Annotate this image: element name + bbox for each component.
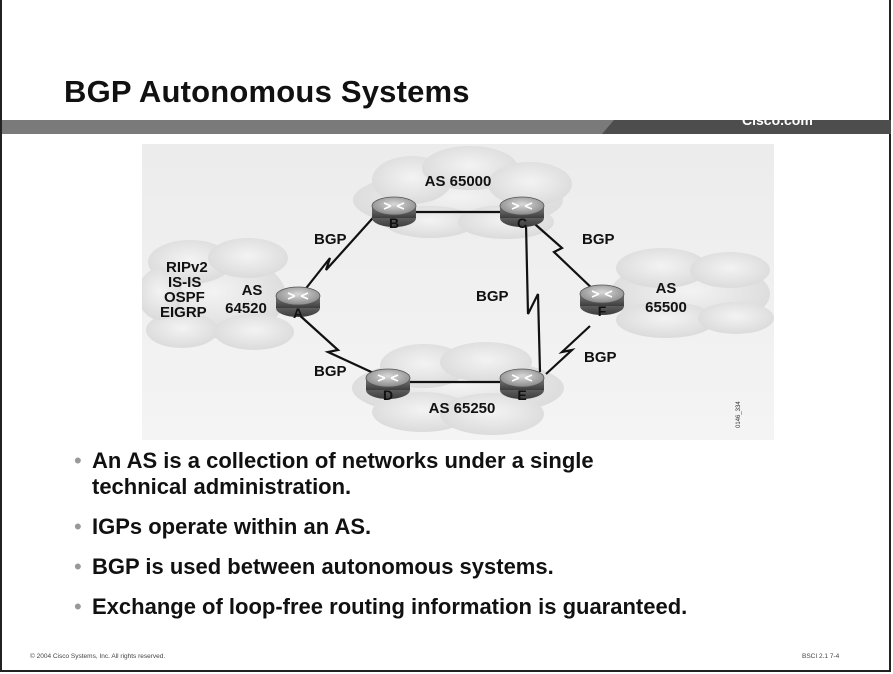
igp-isis-label: IS-IS	[168, 274, 201, 291]
slide-title: BGP Autonomous Systems	[64, 74, 470, 109]
router-b-label: B	[389, 215, 399, 231]
igp-ripv2-label: RIPv2	[166, 259, 208, 276]
bullet-text-line: An AS is a collection of networks under …	[92, 448, 594, 473]
igp-eigrp-label: EIGRP	[160, 304, 207, 321]
as-65500-title: AS	[656, 280, 677, 297]
link-a-b-bgp	[291, 209, 381, 307]
cloud-as-64520	[142, 238, 294, 350]
bgp-label-c-e: BGP	[476, 288, 509, 305]
cloud-as-65500	[610, 248, 774, 338]
router-d-label: D	[383, 387, 393, 403]
router-b	[371, 196, 417, 227]
bgp-label-e-f: BGP	[584, 349, 617, 366]
as-65000-label: AS 65000	[425, 173, 492, 190]
cloud-as-65250	[352, 342, 564, 435]
bullet-dot-icon: •	[74, 594, 82, 619]
link-e-f-bgp	[545, 325, 591, 375]
router-a	[275, 286, 321, 317]
bullet-text-line: IGPs operate within an AS.	[92, 514, 372, 539]
bullet-text-line: BGP is used between autonomous systems.	[92, 554, 554, 579]
bullet-dot-icon: •	[74, 448, 82, 473]
router-e-label: E	[517, 387, 526, 403]
as-65250-label: AS 65250	[429, 400, 496, 417]
bgp-network-diagram: B C A F D E AS 65000 AS 65250 AS 64520 A…	[142, 144, 774, 440]
router-a-label: A	[293, 305, 303, 321]
figure-id: 0146_334	[736, 401, 742, 428]
as-64520-number: 64520	[225, 300, 267, 317]
bgp-label-a-b: BGP	[314, 231, 347, 248]
bgp-label-c-f: BGP	[582, 231, 615, 248]
link-c-e-bgp	[524, 223, 542, 373]
network-links	[291, 209, 599, 384]
bullet-dot-icon: •	[74, 554, 82, 579]
copyright-footer: © 2004 Cisco Systems, Inc. All rights re…	[30, 653, 166, 660]
course-page-footer: BSCI 2.1 7-4	[802, 653, 840, 660]
as-64520-title: AS	[242, 282, 263, 299]
router-e	[499, 368, 545, 399]
router-d	[365, 368, 411, 399]
bgp-label-a-d: BGP	[314, 363, 347, 380]
bullet-dot-icon: •	[74, 514, 82, 539]
bullet-item: • IGPs operate within an AS.	[72, 514, 887, 540]
as-65500-number: 65500	[645, 299, 687, 316]
title-bar	[2, 120, 891, 134]
bullet-list: • An AS is a collection of networks unde…	[72, 448, 887, 634]
bullet-item: • An AS is a collection of networks unde…	[72, 448, 887, 500]
cisco-brand-label: Cisco.com	[742, 112, 813, 128]
bullet-text-line: technical administration.	[92, 474, 352, 499]
igp-ospf-label: OSPF	[164, 289, 205, 306]
router-c-label: C	[517, 215, 527, 231]
router-f-label: F	[598, 303, 607, 319]
bullet-text-line: Exchange of loop-free routing informatio…	[92, 594, 688, 619]
bullet-item: • BGP is used between autonomous systems…	[72, 554, 887, 580]
router-c	[499, 196, 545, 227]
bullet-item: • Exchange of loop-free routing informat…	[72, 594, 887, 620]
router-f	[579, 284, 625, 315]
link-c-f-bgp	[527, 217, 599, 295]
link-a-d-bgp	[295, 311, 381, 377]
